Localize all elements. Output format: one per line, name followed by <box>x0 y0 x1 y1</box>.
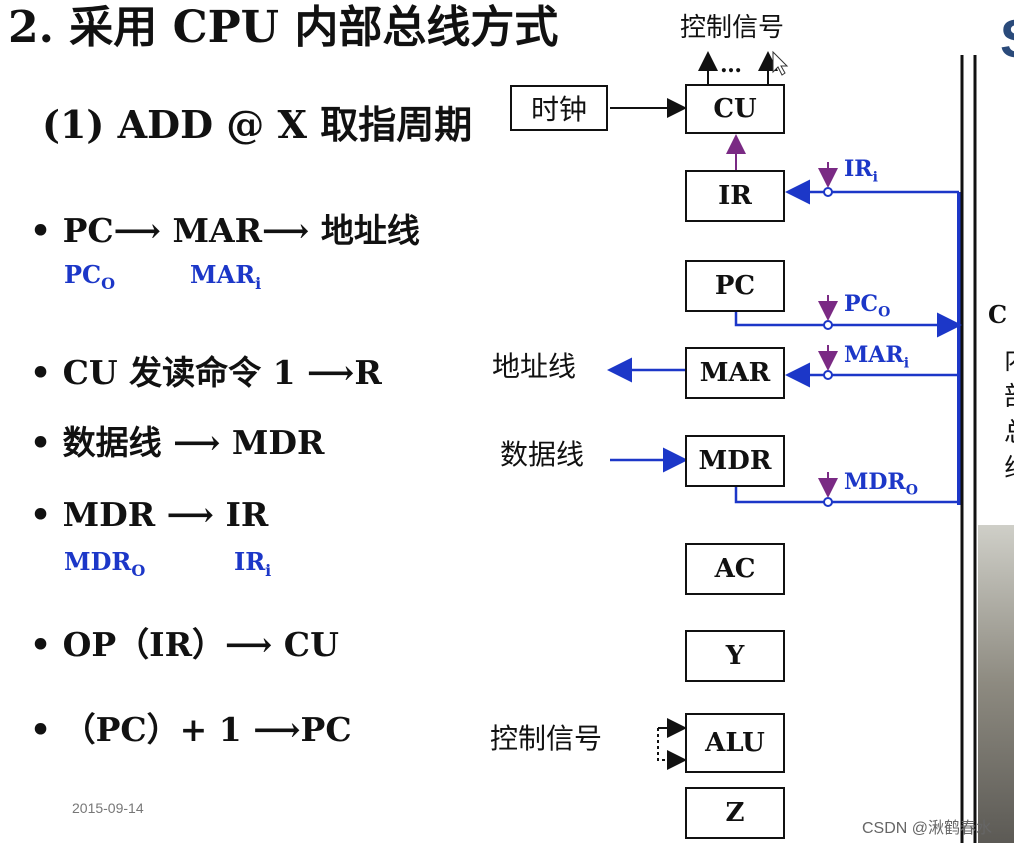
right-panel: S C 内 部 总 线 <box>978 0 1014 843</box>
pc-register: PC <box>685 260 785 312</box>
ir-register: IR <box>685 170 785 222</box>
alu-unit: ALU <box>685 713 785 773</box>
address-line-label: 地址线 <box>492 350 577 383</box>
step-5: • OP（IR）⟶ CU <box>30 625 339 664</box>
page-title: 2. 采用 CPU 内部总线方式 <box>8 2 559 53</box>
mdr-register: MDR <box>685 435 785 487</box>
right-panel-char-2: 部 <box>1004 376 1014 413</box>
cu-register: CU <box>685 84 785 134</box>
signal-ir-i: IRi <box>234 547 272 580</box>
bus-signal-ir-i: IRi <box>844 156 878 186</box>
ellipsis: … <box>720 52 742 78</box>
step-2: • CU 发读命令 1 ⟶R <box>30 353 382 392</box>
y-register: Y <box>685 630 785 682</box>
z-register: Z <box>685 787 785 839</box>
signal-pc-o: PCO <box>64 260 116 293</box>
bus-signal-mar-i: MARi <box>844 342 910 372</box>
date-label: 2015-09-14 <box>72 800 144 816</box>
signal-mdr-o: MDRO <box>64 547 146 580</box>
step-6: • （PC）+ 1 ⟶PC <box>30 710 352 749</box>
right-panel-char-4: 线 <box>1004 448 1014 485</box>
subtitle: (1) ADD @ X 取指周期 <box>42 102 473 147</box>
right-panel-char-3: 总 <box>1004 412 1014 449</box>
ac-register: AC <box>685 543 785 595</box>
mar-register: MAR <box>685 347 785 399</box>
right-panel-letter: S <box>1000 8 1014 70</box>
bus-signal-pc-o: PCO <box>844 291 891 321</box>
step-4: • MDR ⟶ IR <box>30 495 269 534</box>
data-line-label: 数据线 <box>500 438 585 471</box>
signal-mar-i: MARi <box>190 260 262 293</box>
step-1: • PC⟶ MAR⟶ 地址线 <box>30 211 420 250</box>
control-signals-label: 控制信号 <box>680 13 785 43</box>
watermark: CSDN @湫鹤春水 <box>862 820 993 837</box>
bus-signal-mdr-o: MDRO <box>844 469 918 499</box>
right-panel-char-1: 内 <box>1004 340 1014 377</box>
step-3: • 数据线 ⟶ MDR <box>30 423 325 462</box>
alu-control-label: 控制信号 <box>490 722 603 755</box>
clock-box: 时钟 <box>510 85 608 131</box>
right-panel-c: C <box>988 300 1008 329</box>
video-thumbnail <box>978 525 1014 843</box>
